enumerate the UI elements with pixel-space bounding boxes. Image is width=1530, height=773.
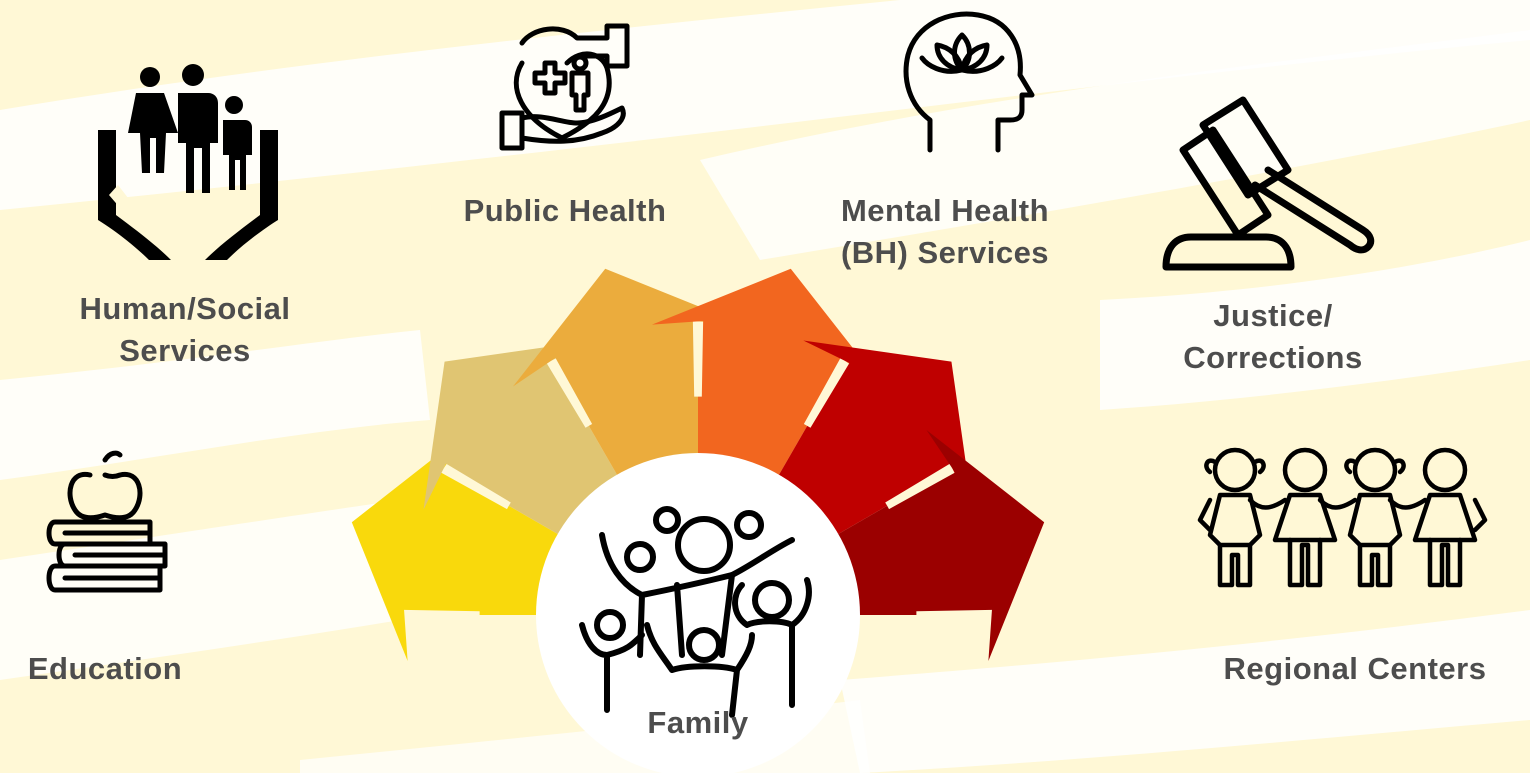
human-social-label: Human/Social Services: [40, 288, 330, 372]
arrow-regional: [827, 429, 1045, 661]
mental-health-line2: (BH) Services: [840, 234, 1050, 270]
center-label: Family: [647, 705, 749, 740]
children-group-icon: [1195, 440, 1515, 600]
justice-line1: Justice/: [1213, 298, 1333, 333]
hands-family-icon: [88, 64, 288, 260]
heart-hands-icon: [497, 18, 632, 153]
head-lotus-icon: [900, 10, 1035, 155]
arrow-mental-health: [652, 268, 884, 486]
apple-books-icon: [35, 450, 175, 600]
arrow-education: [351, 429, 569, 661]
education-label: Education: [27, 651, 183, 686]
arrow-ring: [351, 268, 1045, 661]
regional-label: Regional Centers: [1223, 651, 1487, 686]
gavel-icon: [1158, 95, 1383, 275]
justice-line2: Corrections: [1183, 339, 1363, 375]
arrow-public-health: [512, 268, 744, 486]
mental-health-label: Mental Health (BH) Services: [800, 190, 1090, 274]
center-circle: [536, 453, 860, 773]
justice-label: Justice/ Corrections: [1128, 295, 1418, 379]
arrow-justice: [773, 340, 973, 540]
mental-health-line1: Mental Health: [840, 193, 1050, 228]
human-social-line2: Services: [119, 332, 251, 368]
family-icon: [572, 505, 830, 720]
public-health-label: Public Health: [463, 193, 667, 228]
arrow-human-social: [423, 340, 623, 540]
human-social-line1: Human/Social: [79, 291, 291, 326]
